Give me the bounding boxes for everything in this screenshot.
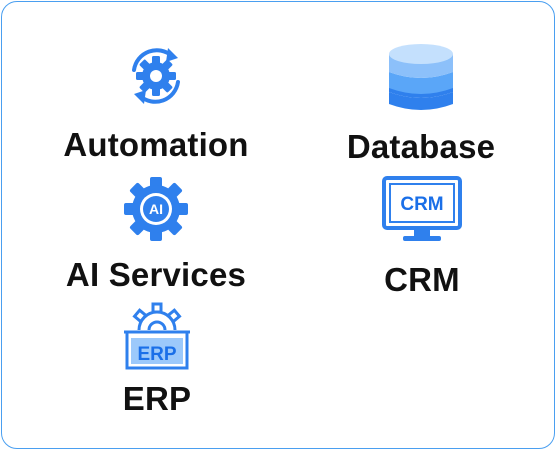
gear-cycle-icon (132, 48, 180, 104)
ai-services-label: AI Services (65, 256, 247, 293)
erp-label: ERP (122, 380, 192, 417)
automation-item: Automation (58, 40, 254, 161)
ai-gear-icon: AI (124, 177, 188, 241)
database-item: Database (340, 42, 502, 163)
erp-item: ERP ERP (112, 298, 202, 415)
crm-label: CRM (384, 261, 460, 298)
crm-monitor-icon: CRM (382, 176, 462, 241)
crm-item: CRM CRM (362, 175, 482, 296)
crm-icon-text: CRM (400, 194, 443, 215)
erp-icon: ERP (124, 302, 190, 370)
ai-icon-text: AI (149, 201, 163, 217)
erp-icon-text: ERP (137, 344, 176, 365)
database-label: Database (346, 128, 496, 165)
ai-services-item: AI AI Services (60, 176, 252, 291)
automation-label: Automation (63, 126, 249, 163)
database-icon (389, 44, 453, 110)
